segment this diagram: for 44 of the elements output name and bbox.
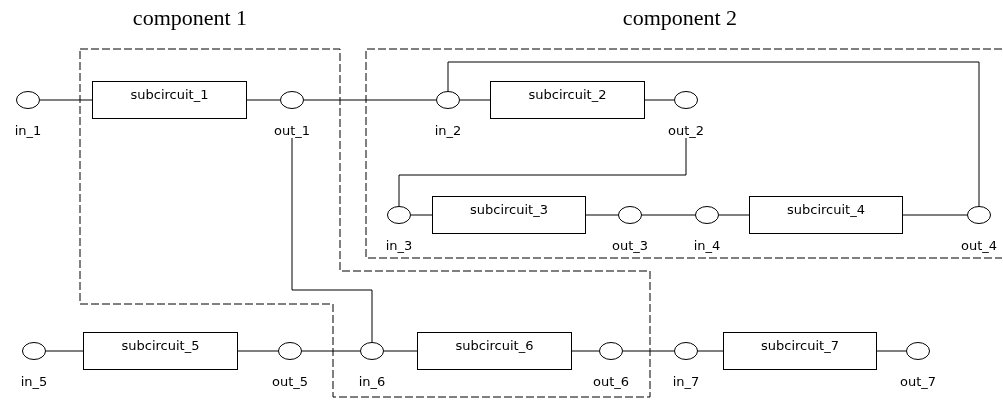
port-label: in_6 xyxy=(358,374,386,389)
wire xyxy=(410,214,433,216)
wire xyxy=(641,214,696,216)
port-label: in_5 xyxy=(20,374,48,389)
wire xyxy=(237,350,279,352)
wire xyxy=(622,350,675,352)
subcircuit-box: subcircuit_2 xyxy=(490,81,645,119)
wire xyxy=(585,214,619,216)
port-label: out_2 xyxy=(667,123,705,138)
wire xyxy=(644,99,675,101)
wire xyxy=(718,214,750,216)
wire xyxy=(301,350,361,352)
subcircuit-box: subcircuit_1 xyxy=(92,81,247,119)
port-label: in_2 xyxy=(434,123,462,138)
port-label: out_4 xyxy=(960,238,998,253)
wire xyxy=(697,350,724,352)
port-label: out_3 xyxy=(611,238,649,253)
wire xyxy=(876,350,907,352)
component-title: component 2 xyxy=(622,4,738,32)
port-label: in_7 xyxy=(672,374,700,389)
port-label: out_5 xyxy=(271,374,309,389)
subcircuit-box: subcircuit_6 xyxy=(417,332,572,370)
wire xyxy=(447,61,980,207)
wire xyxy=(459,99,491,101)
wire xyxy=(39,99,93,101)
subcircuit-box: subcircuit_7 xyxy=(723,332,877,370)
subcircuit-box: subcircuit_4 xyxy=(749,196,903,234)
component-title: component 1 xyxy=(132,4,248,32)
port-label: in_4 xyxy=(693,238,721,253)
port-label: out_6 xyxy=(592,374,630,389)
subcircuit-box: subcircuit_5 xyxy=(83,332,238,370)
wire xyxy=(45,350,84,352)
wire xyxy=(291,137,373,343)
wire xyxy=(571,350,600,352)
wire xyxy=(303,99,437,101)
port-label: out_7 xyxy=(899,374,937,389)
wire xyxy=(246,99,281,101)
port-label: in_3 xyxy=(385,238,413,253)
subcircuit-box: subcircuit_3 xyxy=(432,196,586,234)
wire xyxy=(902,214,968,216)
wire xyxy=(398,137,687,207)
port-label: in_1 xyxy=(14,123,42,138)
port-label: out_1 xyxy=(273,123,311,138)
wire xyxy=(383,350,418,352)
